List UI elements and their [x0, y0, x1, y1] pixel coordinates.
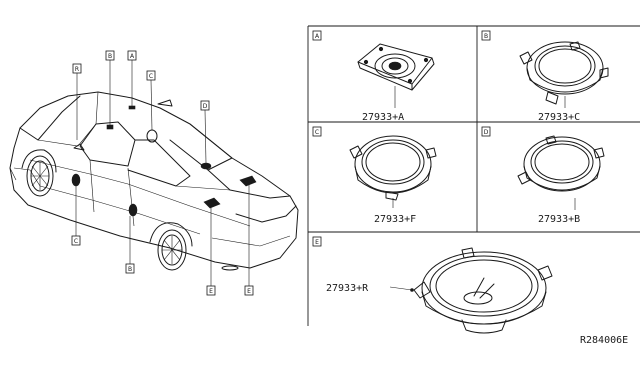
- svg-text:B: B: [128, 266, 132, 273]
- panel-C-label: [312, 126, 322, 137]
- panel-A-label: [312, 30, 322, 41]
- speaker-27933-F: [349, 135, 437, 201]
- panel-B: B 27933+C: [481, 30, 609, 123]
- panel-grid: [307, 25, 640, 326]
- rear-shelf-speaker-location: [200, 162, 212, 170]
- svg-text:D: D: [484, 129, 489, 136]
- callout-B: B: [105, 50, 115, 61]
- panel-B-label: [481, 30, 491, 41]
- part-number-A: 27933+A: [362, 112, 404, 123]
- svg-text:E: E: [247, 288, 251, 295]
- svg-text:B: B: [108, 53, 112, 60]
- svg-text:A: A: [130, 53, 135, 60]
- svg-text:C: C: [315, 129, 319, 136]
- panel-E: E 27933+R: [312, 236, 553, 334]
- speaker-27933-B: [517, 135, 605, 192]
- panel-D-label: [481, 126, 491, 137]
- callout-A: A: [127, 50, 137, 61]
- dash-center-location: [128, 105, 136, 110]
- part-number-C: 27933+F: [374, 214, 416, 225]
- dash-speaker-location: [106, 124, 114, 130]
- rear-door-speaker-location: [128, 203, 138, 217]
- rear-speaker-left-location: [203, 197, 221, 209]
- part-number-D: 27933+B: [538, 214, 580, 225]
- speaker-27933-A: [357, 43, 435, 91]
- panel-E-label: [312, 236, 322, 247]
- front-door-speaker-location: [71, 173, 81, 187]
- part-number-B: 27933+C: [538, 112, 580, 123]
- svg-text:A: A: [315, 33, 320, 40]
- part-number-E: 27933+R: [326, 283, 369, 294]
- panel-A: A 27933+A: [312, 30, 435, 123]
- callout-B-bottom: B: [125, 263, 135, 274]
- svg-text:C: C: [74, 238, 78, 245]
- svg-text:C: C: [149, 73, 153, 80]
- callout-E-left: E: [206, 285, 216, 296]
- panel-C: C 27933+F: [312, 126, 437, 225]
- callout-E-right: E: [244, 285, 254, 296]
- callout-leaders: [75, 60, 250, 286]
- callout-C-top: C: [146, 70, 156, 81]
- panel-D: D 27933+B: [481, 126, 605, 225]
- callout-R: R: [72, 63, 82, 74]
- car-illustration: [9, 91, 299, 271]
- rear-speaker-right-location: [239, 175, 257, 187]
- diagram-reference-code: R284006E: [580, 335, 628, 346]
- callout-C-bottom: C: [71, 235, 81, 246]
- svg-text:E: E: [209, 288, 213, 295]
- speaker-27933-R: [413, 247, 553, 334]
- speaker-27933-C: [519, 41, 609, 105]
- svg-text:B: B: [484, 33, 488, 40]
- svg-text:R: R: [75, 66, 79, 73]
- callout-D: D: [200, 100, 210, 111]
- svg-text:E: E: [315, 239, 319, 246]
- svg-text:D: D: [203, 103, 208, 110]
